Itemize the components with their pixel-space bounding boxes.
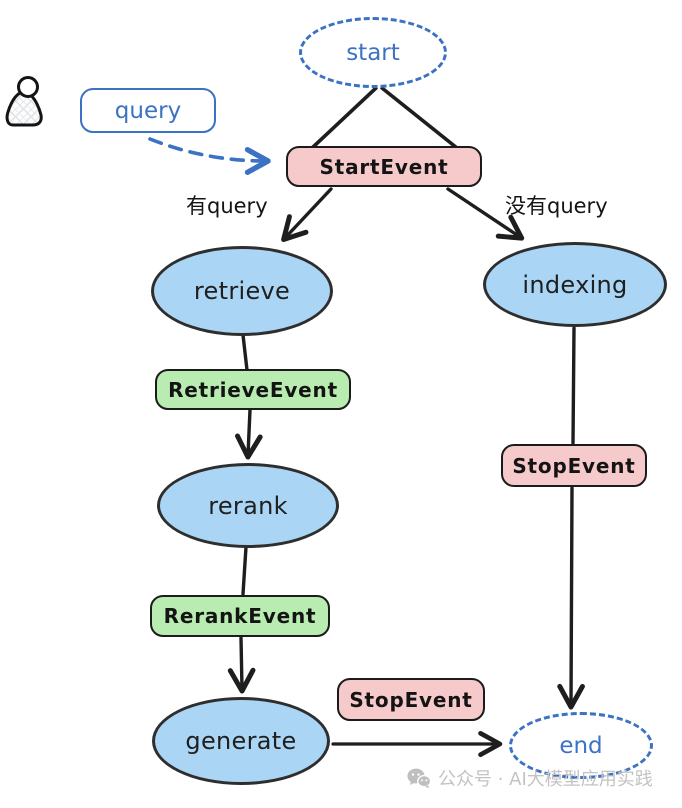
watermark-text: 公众号 · AI大模型应用实践	[438, 769, 653, 790]
node-rerank: rerank	[157, 463, 339, 548]
node-retrieve-event: RetrieveEvent	[155, 369, 351, 410]
node-indexing: indexing	[483, 242, 667, 327]
node-query-label: query	[114, 97, 182, 124]
node-end: end	[509, 712, 653, 779]
node-retrieve: retrieve	[151, 246, 333, 336]
watermark: 公众号 · AI大模型应用实践	[407, 765, 653, 791]
node-stop-event-bottom-label: StopEvent	[349, 687, 473, 712]
node-stop-event-right-label: StopEvent	[512, 453, 636, 478]
edge-rerank-to-rerankevent	[241, 545, 248, 596]
edge-label-has-query: 有query	[186, 194, 268, 218]
node-start-label: start	[346, 39, 400, 66]
edge-indexing-to-stopevent	[571, 326, 576, 445]
edge-start-to-startevent-right	[380, 86, 459, 150]
node-indexing-label: indexing	[522, 270, 628, 299]
node-start-event: StartEvent	[286, 146, 482, 187]
edge-stopevent-to-end	[557, 486, 585, 710]
node-retrieve-event-label: RetrieveEvent	[168, 377, 338, 402]
node-generate-label: generate	[185, 727, 297, 755]
wechat-icon	[407, 768, 431, 788]
node-retrieve-label: retrieve	[193, 277, 291, 305]
person-icon	[5, 76, 43, 127]
edge-label-no-query: 没有query	[505, 194, 608, 218]
edge-retrieveevent-to-rerank	[235, 408, 263, 460]
edge-startevent-to-indexing	[446, 187, 525, 241]
node-stop-event-right: StopEvent	[501, 444, 647, 487]
node-rerank-event: RerankEvent	[150, 595, 330, 637]
edge-start-to-startevent-left	[310, 86, 378, 150]
edge-retrieve-to-retrieveevent	[241, 333, 249, 372]
node-start-event-label: StartEvent	[319, 154, 449, 179]
edge-startevent-to-retrieve	[281, 187, 333, 242]
node-stop-event-bottom: StopEvent	[337, 678, 485, 721]
node-start: start	[299, 17, 447, 88]
node-query: query	[80, 88, 216, 133]
edge-query-to-startevent	[148, 137, 271, 175]
node-rerank-event-label: RerankEvent	[163, 604, 317, 628]
node-rerank-label: rerank	[208, 491, 288, 520]
node-end-label: end	[559, 732, 603, 759]
node-generate: generate	[152, 697, 330, 785]
edge-rerankevent-to-generate	[227, 636, 256, 694]
